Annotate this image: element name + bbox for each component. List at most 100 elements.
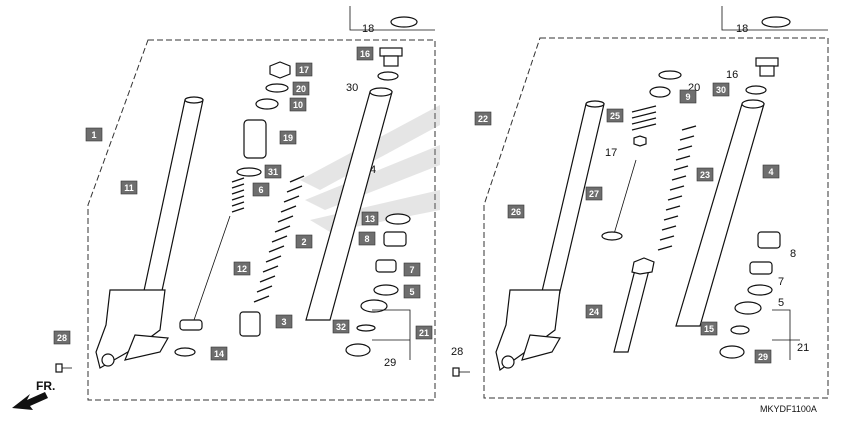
callout-number: 28 bbox=[451, 346, 463, 358]
damper-rod-part-r bbox=[601, 159, 637, 241]
right-callout-16: 16 bbox=[726, 69, 738, 81]
dust-seal-2-part-r bbox=[719, 345, 745, 359]
callout-number: 9 bbox=[685, 92, 690, 102]
callout-number: 4 bbox=[370, 164, 376, 176]
left-callout-4: 4 bbox=[370, 164, 376, 176]
callout-box bbox=[275, 314, 293, 329]
callout-box bbox=[507, 204, 525, 219]
callout-box bbox=[585, 304, 603, 319]
left-callout-20: 20 bbox=[292, 81, 310, 96]
callout-number: 19 bbox=[283, 133, 293, 143]
callout-box bbox=[292, 81, 310, 96]
callout-box bbox=[252, 182, 270, 197]
callout-number: 3 bbox=[281, 317, 286, 327]
front-direction-label: FR. bbox=[36, 379, 55, 393]
callout-number: 21 bbox=[797, 342, 809, 354]
right-callout-28: 28 bbox=[451, 346, 463, 358]
callout-box bbox=[679, 89, 697, 104]
stopper-ring-2-part-r bbox=[730, 325, 750, 335]
dust-seal-part bbox=[385, 213, 411, 225]
cartridge-tube-part bbox=[613, 265, 651, 353]
callout-box bbox=[358, 231, 376, 246]
guide-bushing-part-r bbox=[757, 231, 781, 249]
socket-bolt-part-r bbox=[452, 367, 470, 377]
left-callout-18: 18 bbox=[362, 23, 374, 35]
callout-box bbox=[585, 186, 603, 201]
left-callout-12: 12 bbox=[233, 261, 251, 276]
callout-box bbox=[403, 284, 421, 299]
rebound-spring-part bbox=[231, 177, 245, 213]
fork-spring-part-r bbox=[657, 125, 697, 251]
callout-number: 7 bbox=[778, 276, 784, 288]
callout-number: 31 bbox=[268, 167, 278, 177]
slider-bushing-part-r bbox=[749, 261, 773, 275]
left-callout-30: 30 bbox=[346, 82, 358, 94]
callout-box bbox=[295, 234, 313, 249]
callout-number: 13 bbox=[365, 214, 375, 224]
callout-number: 21 bbox=[419, 328, 429, 338]
stopper-ring-part bbox=[265, 83, 289, 93]
callout-number: 29 bbox=[758, 352, 768, 362]
sealing-washer-part bbox=[174, 347, 196, 357]
callout-number: 23 bbox=[700, 170, 710, 180]
callout-number: 12 bbox=[237, 264, 247, 274]
callout-number: 15 bbox=[704, 324, 714, 334]
spring-seat-part-r bbox=[649, 86, 671, 98]
callout-number: 30 bbox=[346, 82, 358, 94]
callout-number: 16 bbox=[726, 69, 738, 81]
left-callout-1: 1 bbox=[85, 127, 103, 142]
callout-number: 16 bbox=[360, 49, 370, 59]
callout-number: 7 bbox=[409, 265, 414, 275]
right-assembly-outline bbox=[483, 37, 829, 399]
callout-box bbox=[210, 346, 228, 361]
left-assembly-outline bbox=[87, 39, 436, 401]
left-callout-16: 16 bbox=[356, 46, 374, 61]
right-callout-8: 8 bbox=[790, 248, 796, 260]
callout-number: 28 bbox=[57, 333, 67, 343]
right-callout-29: 29 bbox=[754, 349, 772, 364]
right-callout-9: 9 bbox=[679, 89, 697, 104]
bottom-case-part-r bbox=[495, 289, 561, 372]
callout-number: 24 bbox=[589, 307, 599, 317]
oil-lock-piece-part bbox=[239, 311, 261, 337]
o-ring-part bbox=[377, 71, 399, 81]
left-callout-3: 3 bbox=[275, 314, 293, 329]
left-callout-29: 29 bbox=[384, 357, 396, 369]
socket-bolt-part bbox=[55, 363, 72, 373]
callout-number: 27 bbox=[589, 189, 599, 199]
callout-number: 22 bbox=[478, 114, 488, 124]
right-callout-25: 25 bbox=[606, 108, 624, 123]
right-callout-30: 30 bbox=[712, 82, 730, 97]
spacer-pipe-part bbox=[243, 119, 267, 159]
callout-number: 5 bbox=[778, 297, 784, 309]
callout-box bbox=[415, 325, 433, 340]
right-callout-26: 26 bbox=[507, 204, 525, 219]
callout-box bbox=[279, 130, 297, 145]
callout-box bbox=[53, 330, 71, 345]
callout-box bbox=[356, 46, 374, 61]
left-callout-19: 19 bbox=[279, 130, 297, 145]
callout-number: 18 bbox=[736, 23, 748, 35]
damper-rod-part bbox=[179, 215, 231, 331]
stopper-ring-2-part bbox=[356, 324, 376, 332]
callout-number: 8 bbox=[364, 234, 369, 244]
callout-number: 26 bbox=[511, 207, 521, 217]
callout-box bbox=[606, 108, 624, 123]
right-callout-24: 24 bbox=[585, 304, 603, 319]
callout-box bbox=[474, 111, 492, 126]
left-callout-17: 17 bbox=[295, 62, 313, 77]
callout-number: 25 bbox=[610, 111, 620, 121]
right-callout-7: 7 bbox=[778, 276, 784, 288]
right-callout-17: 17 bbox=[605, 147, 617, 159]
left-callout-10: 10 bbox=[289, 97, 307, 112]
callout-number: 10 bbox=[293, 100, 303, 110]
lock-nut-part bbox=[269, 61, 291, 79]
left-callout-28: 28 bbox=[53, 330, 71, 345]
slider-bushing-part bbox=[375, 259, 397, 273]
callout-box bbox=[332, 319, 350, 334]
fork-pipe-part-r bbox=[539, 103, 605, 301]
right-callout-4: 4 bbox=[762, 164, 780, 179]
